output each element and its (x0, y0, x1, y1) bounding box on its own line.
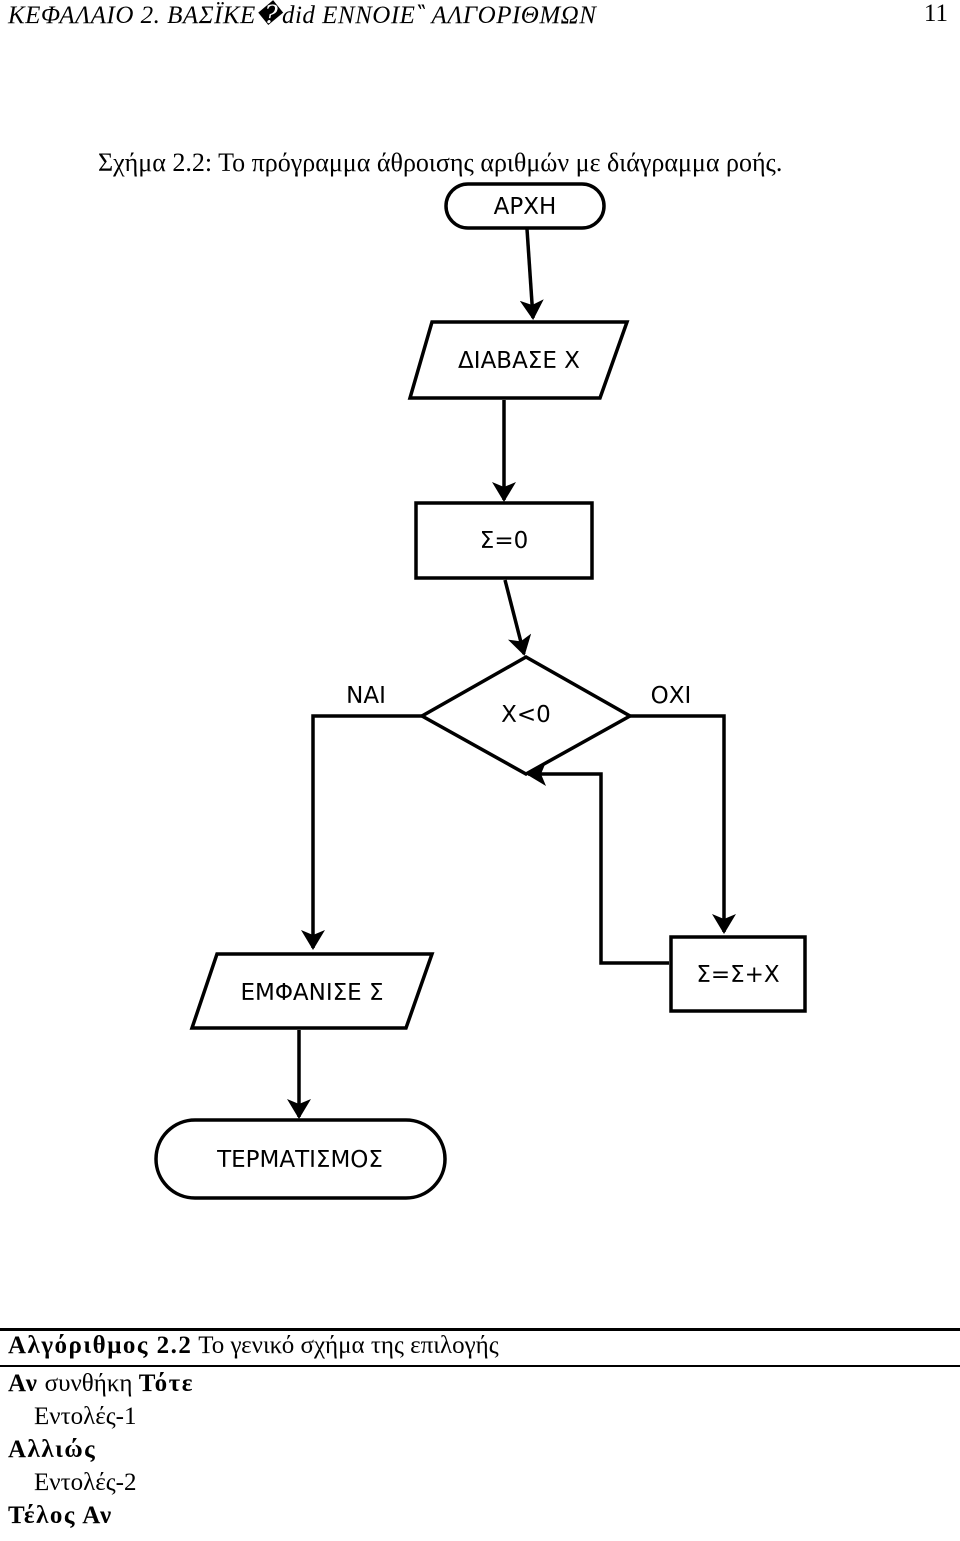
init-process-box (414, 501, 594, 580)
connector-add-loop (526, 762, 669, 965)
keyword-then: Τότε (138, 1370, 194, 1397)
start-label: ΑΡΧΗ (494, 194, 557, 220)
connector-start-read (519, 228, 544, 320)
add-process-box (669, 935, 807, 1013)
init-process-label: Σ=0 (480, 528, 528, 554)
end-terminator (154, 1118, 447, 1200)
algorithm-title-rule (0, 1365, 960, 1367)
display-output-parallelogram (189, 952, 435, 1030)
connector-init-decision (503, 579, 532, 656)
page-number: 11 (923, 0, 948, 27)
running-header-chapter: ΚΕΦΑΛΑΙΟ 2. ΒΑΣΪΚΕ�did ΕΝΝΟΙΕ‶ ΑΛΓΟΡΙΘΜΩ… (8, 2, 597, 29)
read-input-parallelogram (407, 320, 630, 400)
no-branch-label: ΟΧΙ (651, 683, 692, 709)
keyword-else: Αλλιώς (8, 1436, 97, 1463)
end-label: ΤΕΡΜΑΤΙΣΜΟΣ (216, 1147, 383, 1173)
algorithm-title-number: Αλγόριθμος 2.2 (8, 1332, 193, 1359)
yes-branch-label: ΝΑΙ (346, 683, 386, 709)
connector-no-add (630, 714, 736, 934)
figure-caption: Σχήμα 2.2: Το πρόγραμμα άθροισης αριθμών… (98, 148, 783, 177)
algorithm-line-end-if: Τέλος Αν (8, 1502, 113, 1530)
decision-label: Χ<0 (501, 702, 551, 728)
keyword-if: Αν (8, 1370, 39, 1397)
flowchart-diagram: ΑΡΧΗ ΔΙΑΒΑΣΕ Χ Σ=0 Χ<0 ΝΑΙ ΟΧΙ ΕΜΦΑΝΙΣΕ … (154, 182, 807, 1200)
add-process-label: Σ=Σ+Χ (696, 962, 780, 988)
display-output-label: ΕΜΦΑΝΙΣΕ Σ (240, 980, 383, 1006)
algorithm-title-text: Το γενικό σχήμα της επιλογής (192, 1332, 499, 1359)
algorithm-line-if: Αν συνθήκη Τότε (8, 1370, 194, 1398)
read-input-label: ΔΙΑΒΑΣΕ Χ (458, 348, 580, 374)
connector-yes-display (301, 714, 422, 950)
condition-text: συνθήκη (38, 1370, 139, 1397)
algorithm-line-commands-2: Εντολές-2 (34, 1469, 137, 1496)
keyword-end-if: Τέλος Αν (8, 1502, 113, 1529)
algorithm-top-rule (0, 1328, 960, 1331)
algorithm-title: Αλγόριθμος 2.2 Το γενικό σχήμα της επιλο… (8, 1332, 499, 1360)
start-terminator (444, 182, 606, 230)
algorithm-line-else: Αλλιώς (8, 1436, 96, 1464)
algorithm-line-commands-1: Εντολές-1 (34, 1403, 137, 1430)
